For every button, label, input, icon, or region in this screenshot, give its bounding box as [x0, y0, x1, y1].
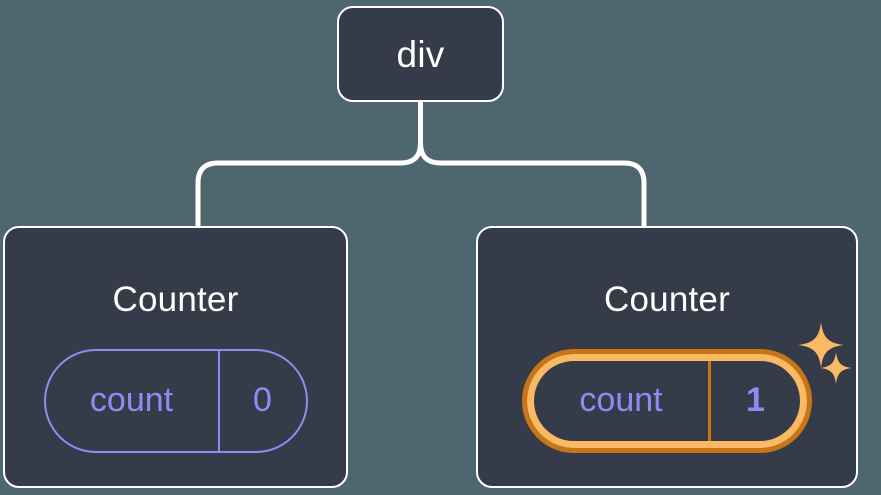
counter-right-title: Counter: [604, 280, 730, 319]
counter-left-title: Counter: [112, 280, 239, 319]
counter-right-state-wrap: count 1: [478, 349, 856, 453]
state-key-label: count: [579, 380, 663, 419]
connector-branch-left: [195, 140, 423, 231]
counter-left-state-wrap: count 0: [5, 349, 346, 453]
node-div[interactable]: div: [337, 6, 504, 102]
connector-branch-right: [418, 140, 647, 231]
state-value-label: 0: [217, 351, 306, 451]
node-div-label: div: [396, 33, 445, 75]
node-counter-left[interactable]: Counter count 0: [3, 226, 348, 488]
state-value-label: 1: [708, 361, 800, 441]
state-key-label: count: [89, 380, 174, 419]
state-pill-inner-ring: count 1: [527, 354, 807, 448]
state-pill-count-left[interactable]: count 0: [43, 349, 308, 453]
node-counter-right[interactable]: Counter count 1: [476, 226, 858, 488]
state-pill-count-right[interactable]: count 1: [522, 349, 812, 453]
